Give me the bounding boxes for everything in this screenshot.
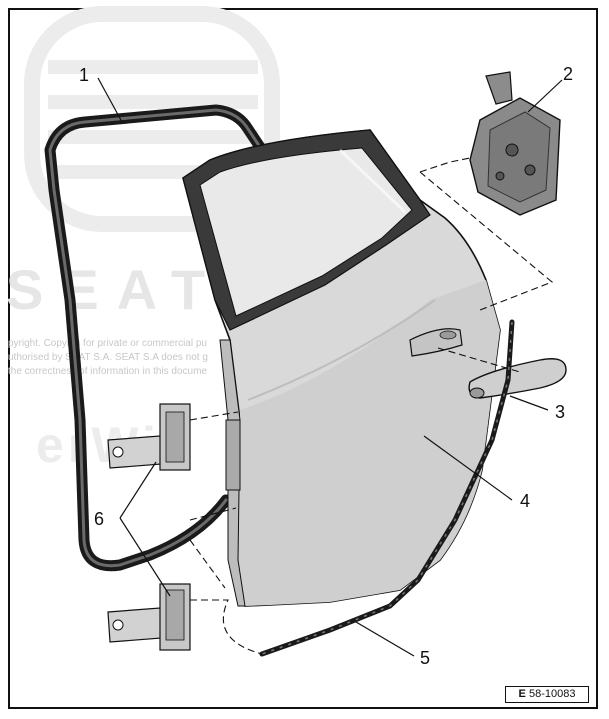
copyright-line-3: the correctness of information in this d… <box>8 366 207 377</box>
callout-3: 3 <box>555 402 566 422</box>
figure-code: E 58-10083 <box>505 686 589 703</box>
copyright-line-2: uthorised by SEAT S.A. SEAT S.A does not… <box>8 352 208 363</box>
assembly-lines <box>189 157 554 655</box>
callout-4: 4 <box>520 491 531 511</box>
door-lock-part <box>469 71 561 216</box>
callout-6: 6 <box>94 509 105 529</box>
lower-hinge-part <box>107 583 191 651</box>
callout-1: 1 <box>79 65 90 85</box>
leader-lines <box>97 77 563 657</box>
figure-code-prefix: E <box>518 688 526 700</box>
callout-5: 5 <box>420 648 431 668</box>
upper-hinge-part <box>107 403 191 471</box>
brand-watermark: SEAT <box>6 258 224 321</box>
door-handle-part <box>468 358 567 399</box>
copyright-line-1: pyright. Copying for private or commerci… <box>8 338 207 349</box>
figure-code-number: 58-10083 <box>528 688 576 700</box>
window-glass <box>199 147 413 317</box>
callout-2: 2 <box>563 64 574 84</box>
